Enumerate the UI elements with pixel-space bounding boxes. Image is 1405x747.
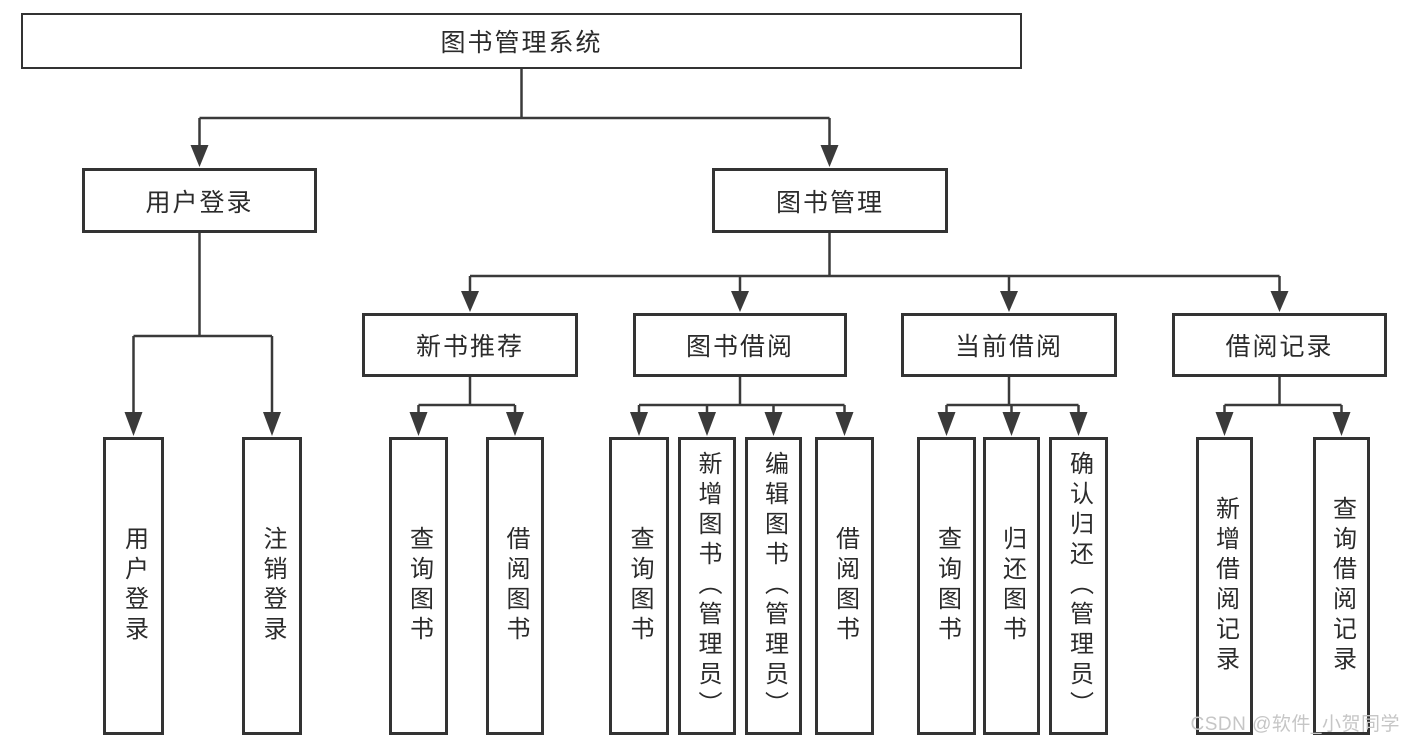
- node-label: 注销登录: [259, 526, 286, 646]
- node-label: 当前借阅: [954, 333, 1063, 361]
- node-label: 用户登录: [145, 188, 254, 217]
- node-confirm-return-admin: 确认归还（管理员）: [1049, 437, 1108, 735]
- node-label: 借阅图书: [831, 526, 859, 646]
- node-user-login: 用户登录: [82, 168, 317, 233]
- watermark: CSDN @软件_小贺同学: [1190, 714, 1400, 735]
- node-label: 查询图书: [933, 526, 961, 646]
- node-add-borrow-record: 新增借阅记录: [1196, 437, 1253, 735]
- node-label: 新书推荐: [415, 333, 524, 361]
- node-label: 借阅记录: [1225, 333, 1334, 361]
- node-label: 查询图书: [405, 526, 433, 646]
- node-label: 查询图书: [626, 526, 653, 646]
- node-label: 新增图书（管理员）: [694, 451, 721, 721]
- node-return-books: 归还图书: [983, 437, 1040, 735]
- node-current-query-books: 查询图书: [917, 437, 976, 735]
- node-label: 编辑图书（管理员）: [760, 451, 788, 721]
- node-label: 用户登录: [120, 526, 148, 646]
- node-logout: 注销登录: [242, 437, 302, 735]
- node-label: 图书借阅: [685, 333, 794, 361]
- node-book-borrow: 图书借阅: [633, 313, 847, 377]
- node-user-login-leaf: 用户登录: [103, 437, 164, 735]
- node-recommend-query-books: 查询图书: [389, 437, 448, 735]
- node-label: 新增借阅记录: [1211, 496, 1239, 676]
- node-label: 图书管理: [775, 188, 884, 217]
- node-root: 图书管理系统: [21, 13, 1022, 69]
- node-label: 图书管理系统: [440, 29, 603, 57]
- node-query-borrow-record: 查询借阅记录: [1313, 437, 1370, 735]
- node-edit-books-admin: 编辑图书（管理员）: [745, 437, 802, 735]
- node-borrow-records: 借阅记录: [1172, 313, 1387, 377]
- node-recommend-borrow-books: 借阅图书: [486, 437, 544, 735]
- node-current-borrow: 当前借阅: [901, 313, 1117, 377]
- node-borrow-books: 借阅图书: [815, 437, 874, 735]
- node-new-book-recommend: 新书推荐: [362, 313, 578, 377]
- node-borrow-query-books: 查询图书: [609, 437, 669, 735]
- node-book-management: 图书管理: [712, 168, 948, 233]
- node-label: 确认归还（管理员）: [1065, 451, 1093, 721]
- node-label: 借阅图书: [502, 526, 529, 646]
- node-add-books-admin: 新增图书（管理员）: [678, 437, 736, 735]
- node-label: 归还图书: [998, 526, 1026, 646]
- node-label: 查询借阅记录: [1328, 496, 1356, 676]
